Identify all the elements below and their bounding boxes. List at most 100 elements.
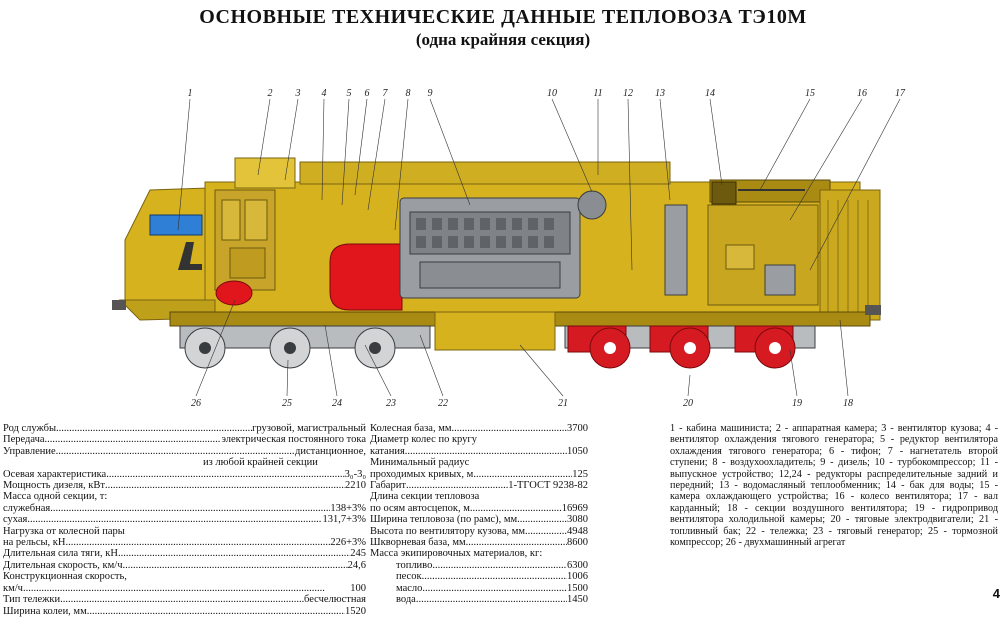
spec-value: 3700 [567, 423, 588, 434]
spec-label: км/ч [3, 582, 23, 594]
spec-value: 4948 [567, 525, 588, 537]
spec-label: на рельсы, кН [3, 537, 66, 549]
spec-label: песок [396, 571, 422, 583]
spec-value: 1-ТГОСТ 9238-82 [508, 480, 588, 492]
callout-number: 6 [365, 88, 370, 99]
spec-label: Тип тележки [3, 594, 61, 606]
spec-label: по осям автосцепок, м [370, 502, 470, 514]
callout-number: 26 [191, 398, 201, 409]
spec-dots [416, 594, 567, 605]
callout-number: 10 [547, 88, 557, 99]
spec-row: Высота по вентилятору кузова, мм4948 [370, 526, 588, 537]
callout-number: 8 [406, 88, 411, 99]
spec-label: Длительная сила тяги, кН [3, 548, 118, 560]
spec-label: Колесная база, мм [370, 423, 452, 434]
callout-number: 5 [347, 88, 352, 99]
spec-value: 1006 [567, 571, 588, 583]
spec-label: Управление [3, 445, 56, 457]
spec-row: на рельсы, кН 226+3% [3, 537, 366, 548]
spec-label: проходимых кривых, м [370, 468, 474, 480]
spec-value: 226+3% [330, 537, 366, 549]
spec-row: Ширина тепловоза (по рамс), мм 3080 [370, 514, 588, 525]
front-bogie [179, 325, 431, 369]
spec-value: 16969 [561, 502, 588, 514]
callout-number: 4 [322, 88, 327, 99]
callout-number: 24 [332, 398, 342, 409]
spec-label: Ширина тепловоза (по рамс), мм [370, 514, 518, 526]
spec-value: 8600 [567, 537, 588, 549]
driver-seat [178, 242, 202, 270]
spec-label: масло [396, 582, 423, 594]
spec-label: Габарит [370, 480, 406, 492]
spec-row: Колесная база, мм 3700 [370, 423, 588, 434]
spec-row: по осям автосцепок, м 16969 [370, 503, 588, 514]
spec-label: сухая [3, 514, 28, 526]
spec-text: Конструкционная скорость, [3, 571, 127, 583]
spec-row: вода1450 [370, 594, 588, 605]
spec-value: 100 [350, 582, 366, 594]
spec-value: 138+3% [330, 502, 366, 514]
spec-row: Передачаэлектрическая постоянного тока [3, 434, 366, 445]
spec-row: Шкворневая база, мм8600 [370, 537, 588, 548]
components-legend: 1 - кабина машиниста; 2 - аппаратная кам… [670, 423, 998, 549]
spec-row: проходимых кривых, м 125 [370, 469, 588, 480]
spec-dots [123, 560, 348, 571]
callout-number: 20 [683, 398, 693, 409]
callout-number: 22 [438, 398, 448, 409]
specs-right-column: Колесная база, мм3700Диаметр колес по кр… [370, 423, 588, 606]
spec-dots [405, 446, 567, 457]
spec-label: топливо [396, 559, 433, 571]
spec-row: сухая 131,7+3% [3, 514, 366, 525]
callout-number: 14 [705, 88, 715, 99]
fan-hydraulic-drive [764, 264, 796, 296]
traction-generator [329, 243, 403, 311]
callout-number: 7 [383, 88, 389, 99]
spec-row: Осевая характеристика3₀-3₀ [3, 469, 366, 480]
spec-label: Ширина колеи, мм [3, 605, 87, 617]
spec-label: Осевая характеристика [3, 468, 107, 480]
spec-row: топливо 6300 [370, 560, 588, 571]
cab-window [149, 214, 203, 236]
spec-value: 3080 [567, 514, 588, 526]
spec-value: 1520 [345, 605, 366, 617]
spec-dots [422, 583, 567, 594]
spec-row: Длительная сила тяги, кН 245 [3, 548, 366, 559]
spec-label: Род службы [3, 423, 57, 434]
spec-value: грузовой, магистральный [252, 423, 366, 434]
callout-number: 11 [593, 88, 602, 99]
callout-number: 19 [792, 398, 802, 409]
spec-label: катания [370, 445, 405, 457]
heat-exchanger [664, 204, 688, 296]
spec-value: электрическая постоянного тока [221, 434, 366, 446]
spec-value: 245 [350, 548, 366, 560]
spec-value: 24,6 [347, 559, 366, 571]
spec-text: Масса экипировочных материалов, кг: [370, 548, 543, 560]
spec-row: песок 1006 [370, 571, 588, 582]
callout-number: 13 [655, 88, 665, 99]
spec-dots [45, 434, 222, 445]
fuel-tank [434, 311, 556, 351]
spec-row: км/ч 100 [3, 583, 366, 594]
spec-text: Нагрузка от колесной пары [3, 525, 125, 537]
spec-row: Род службы грузовой, магистральный [3, 423, 366, 434]
specs-left-column: Род службы грузовой, магистральныйПередач… [3, 423, 366, 617]
spec-dots [466, 537, 567, 548]
spec-dots [432, 560, 567, 571]
spec-dots [60, 594, 304, 605]
spec-dots [473, 469, 572, 480]
spec-value: 6300 [567, 559, 588, 571]
page-subtitle: (одна крайняя секция) [415, 30, 591, 49]
spec-value: 125 [572, 468, 588, 480]
spec-dots [50, 503, 330, 514]
spec-label: служебная [3, 502, 51, 514]
spec-dots [105, 480, 345, 491]
spec-value: 131,7+3% [322, 514, 366, 526]
spec-text: из любой крайней секции [203, 457, 318, 469]
spec-value: дистанционное, [294, 445, 366, 457]
spec-row: Габарит 1-ТГОСТ 9238-82 [370, 480, 588, 491]
spec-dots [470, 503, 562, 514]
two-machine-unit [215, 280, 253, 306]
spec-dots [23, 583, 350, 594]
spec-row: Длительная скорость, км/ч24,6 [3, 560, 366, 571]
